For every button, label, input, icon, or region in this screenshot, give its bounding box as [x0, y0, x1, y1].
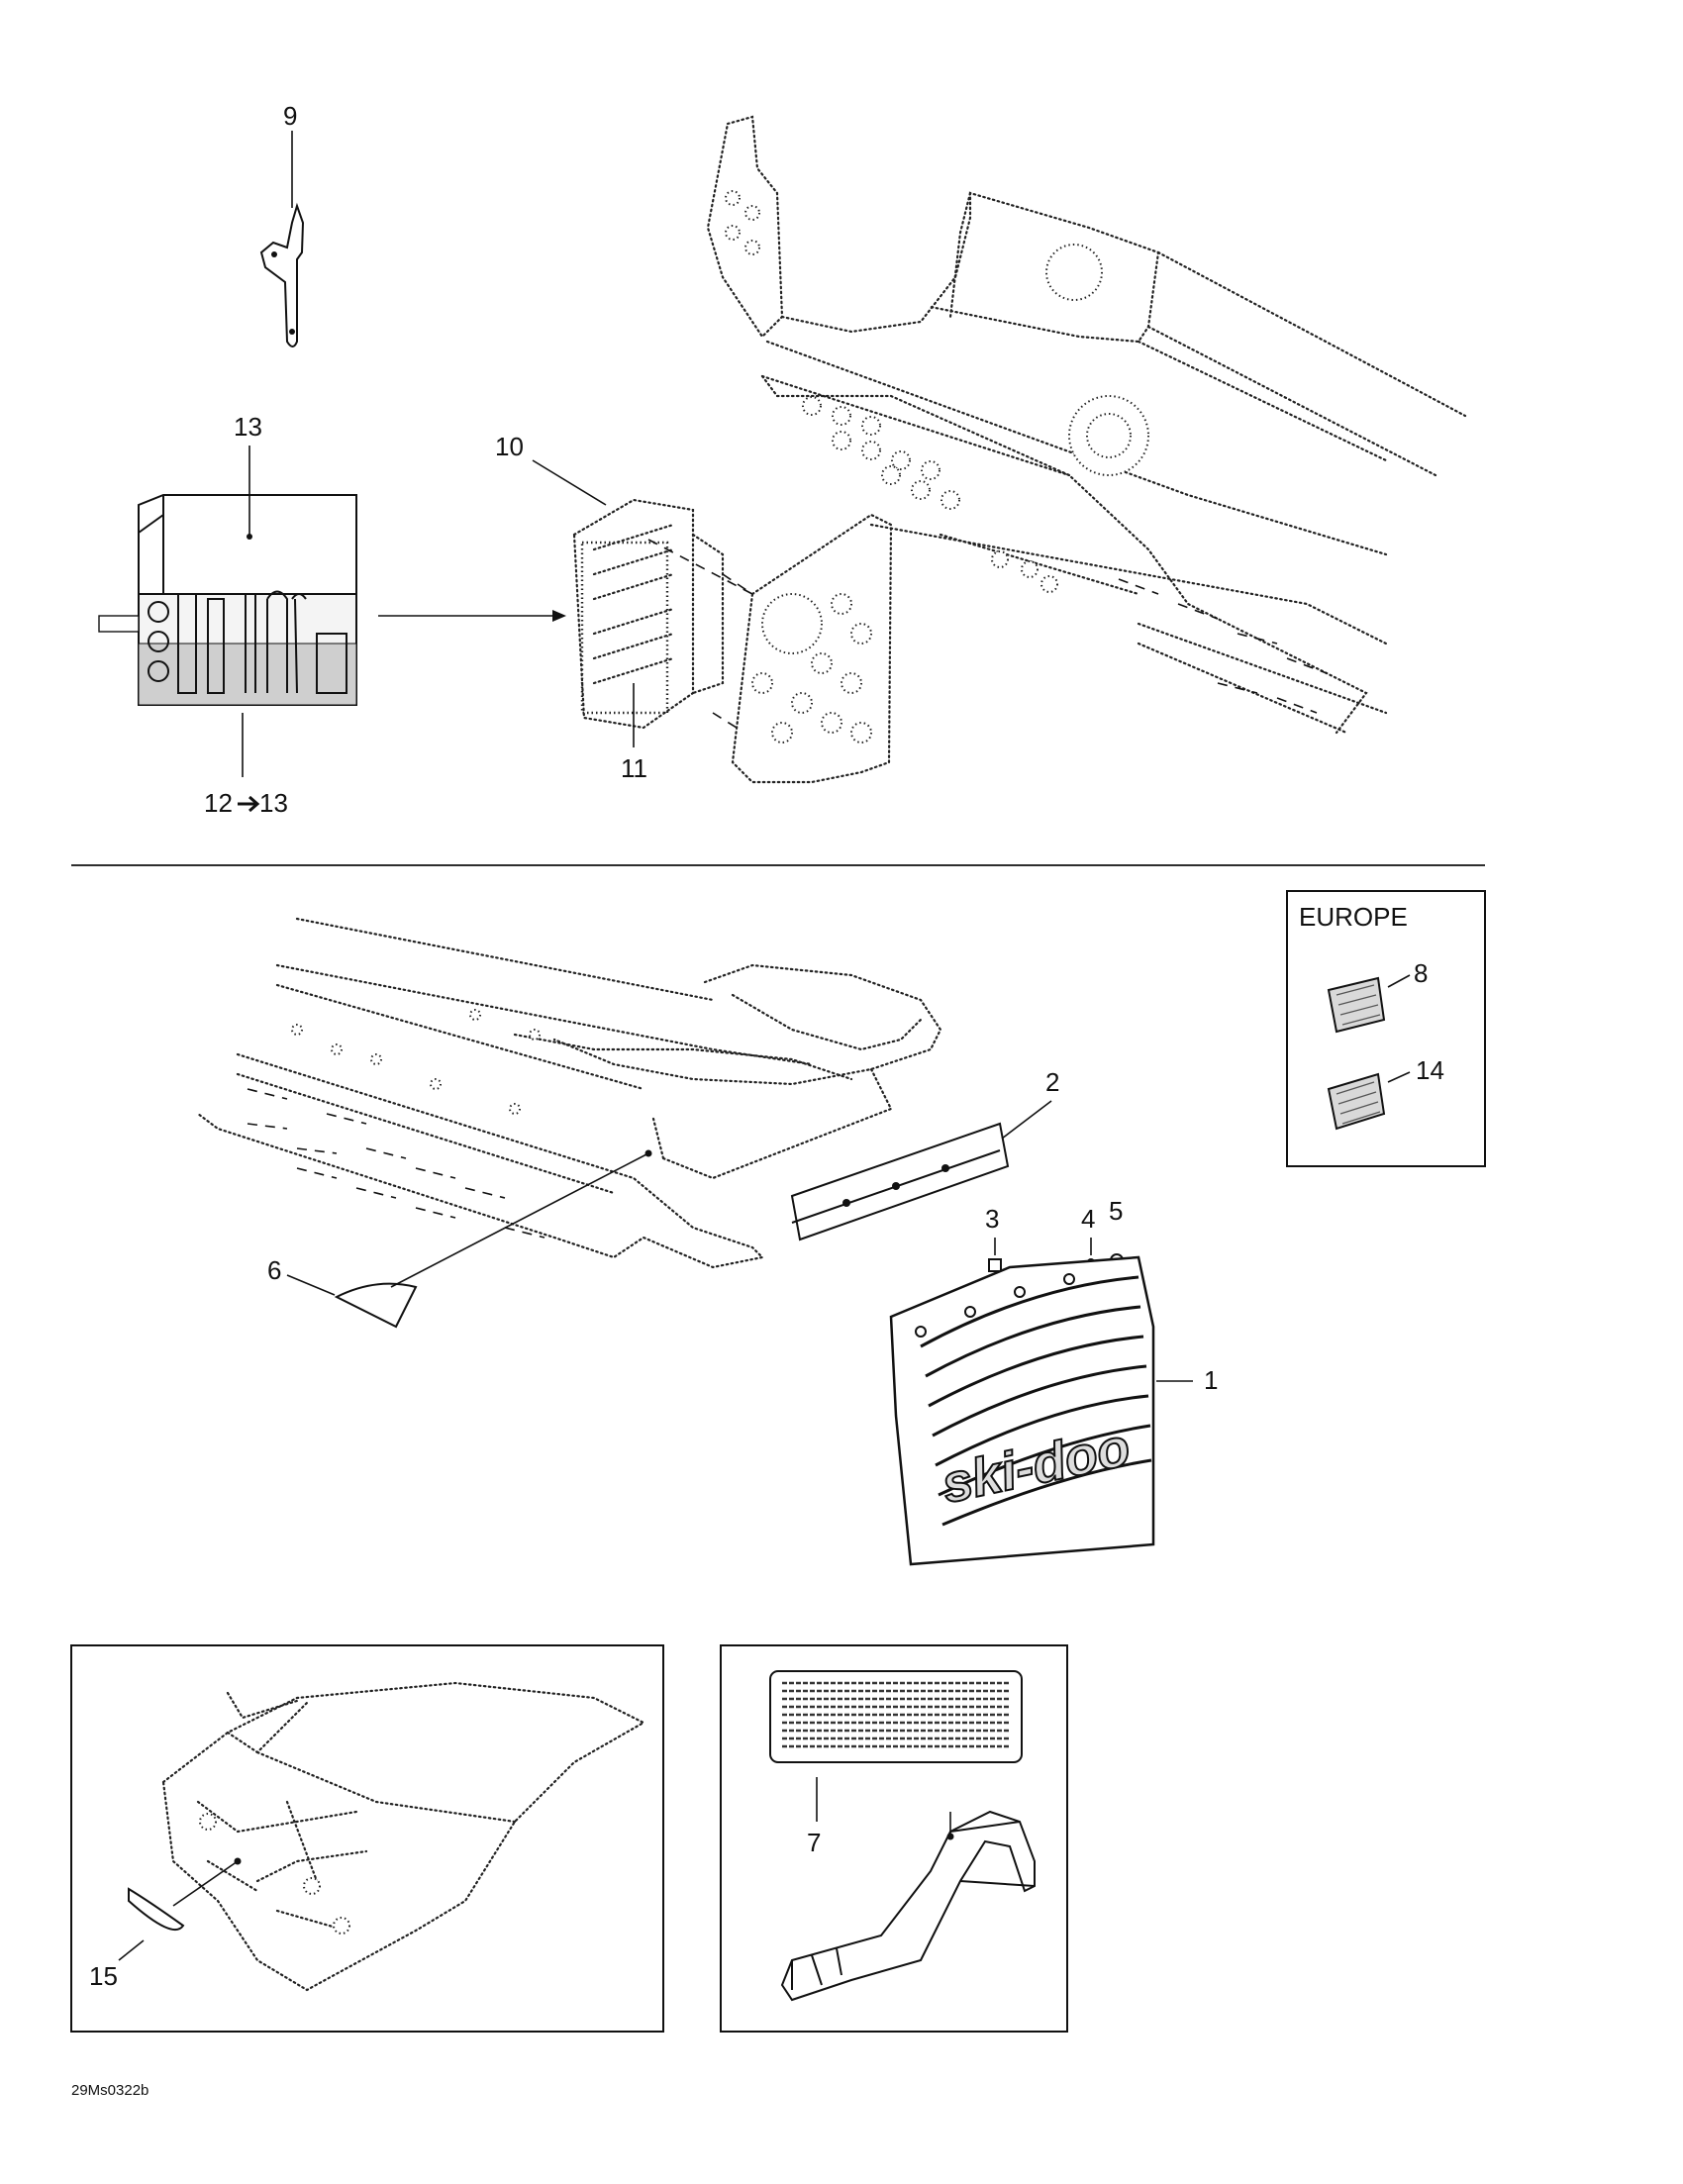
- tool-bag-part-13: [98, 494, 357, 707]
- callout-2: 2: [1045, 1067, 1059, 1097]
- wrench-part-9: [259, 202, 305, 347]
- callout-7: 7: [807, 1828, 821, 1857]
- callout-6: 6: [267, 1255, 281, 1285]
- callout-15: 15: [89, 1961, 118, 1991]
- callout-8: 8: [1414, 958, 1428, 988]
- arrowhead-icon: [552, 610, 566, 622]
- rivet-part-3: [988, 1258, 1002, 1272]
- leader-2: [1001, 1100, 1052, 1140]
- callout-12-to-13-start: 12: [204, 788, 233, 818]
- chassis-tunnel: [706, 115, 1467, 735]
- snowflap-part-1: ski-doo: [889, 1255, 1155, 1566]
- holder-guide: [647, 539, 753, 595]
- leader-15-target: [172, 1860, 239, 1907]
- callout-3: 3: [985, 1204, 999, 1234]
- callout-1: 1: [1204, 1365, 1218, 1395]
- leader-6-target: [390, 1152, 649, 1288]
- bag-point: [247, 534, 252, 540]
- reinforcement-plate-part-2: [790, 1122, 1010, 1241]
- warning-label-part-7: [769, 1670, 1023, 1763]
- callout-4: 4: [1081, 1204, 1095, 1234]
- reference-code: 29Ms0322b: [71, 2082, 148, 2099]
- emblem-part-15: [128, 1887, 185, 1931]
- callout-14: 14: [1416, 1055, 1444, 1085]
- rear-tunnel: [196, 917, 942, 1269]
- decal-part-6: [334, 1282, 418, 1329]
- callout-9: 9: [283, 101, 297, 131]
- europe-title: EUROPE: [1299, 902, 1408, 932]
- europe-box: EUROPE 8 14: [1286, 890, 1486, 1167]
- callout-10: 10: [495, 432, 524, 461]
- mount-plate: [731, 513, 893, 784]
- reflector-part-8: [1327, 976, 1386, 1034]
- callout-12-to-13-end: 13: [259, 788, 288, 818]
- callout-13: 13: [234, 412, 262, 442]
- leader-15: [118, 1939, 145, 1961]
- leader-6: [286, 1274, 336, 1296]
- hood-assembly: [161, 1681, 646, 1992]
- bag-holder-part-10: [572, 498, 725, 730]
- seat-base-part: [780, 1810, 1036, 2002]
- callout-11: 11: [621, 753, 647, 783]
- callout-5: 5: [1109, 1196, 1123, 1226]
- leader-10: [532, 459, 607, 506]
- arrow-icon: [238, 795, 260, 813]
- hood-detail-box: [70, 1644, 664, 2033]
- label-point-7: [946, 1833, 954, 1840]
